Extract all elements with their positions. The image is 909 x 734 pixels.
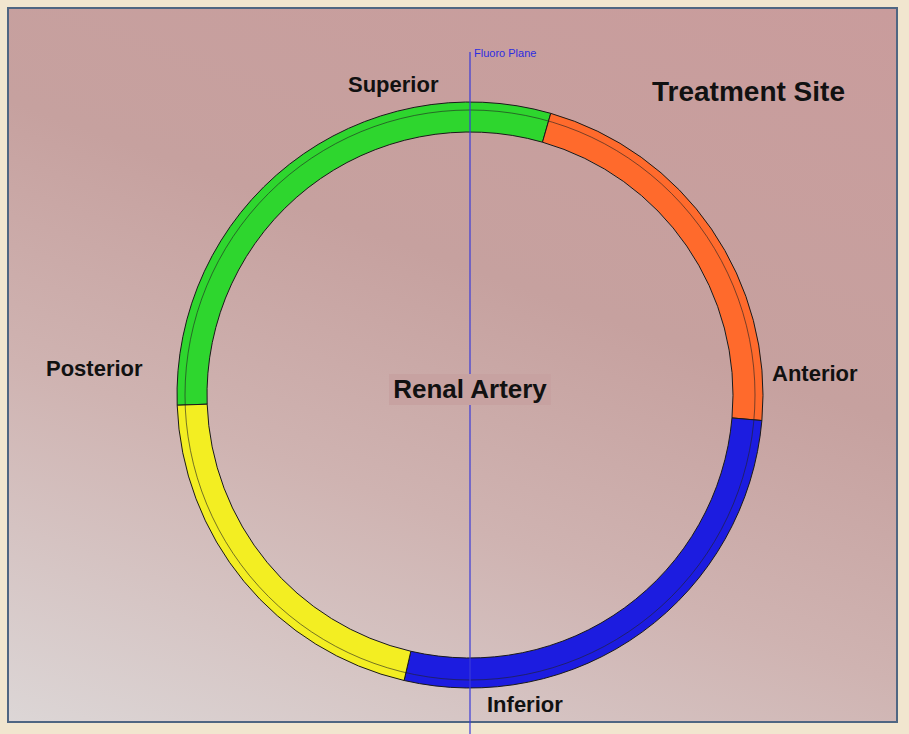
direction-label: Superior (348, 72, 438, 98)
vessel-name: Renal Artery (389, 374, 551, 405)
direction-label: Posterior (46, 356, 143, 382)
artery-ring: Renal Artery (177, 102, 763, 688)
direction-label: Inferior (487, 692, 563, 718)
direction-label: Anterior (772, 361, 858, 387)
ring-segment (177, 102, 551, 405)
treatment-label: Treatment Site (652, 76, 845, 108)
ring-segment (542, 113, 763, 420)
ring-segment (404, 418, 762, 688)
ring-segment (177, 404, 411, 680)
plane-label: Fluoro Plane (474, 47, 536, 59)
